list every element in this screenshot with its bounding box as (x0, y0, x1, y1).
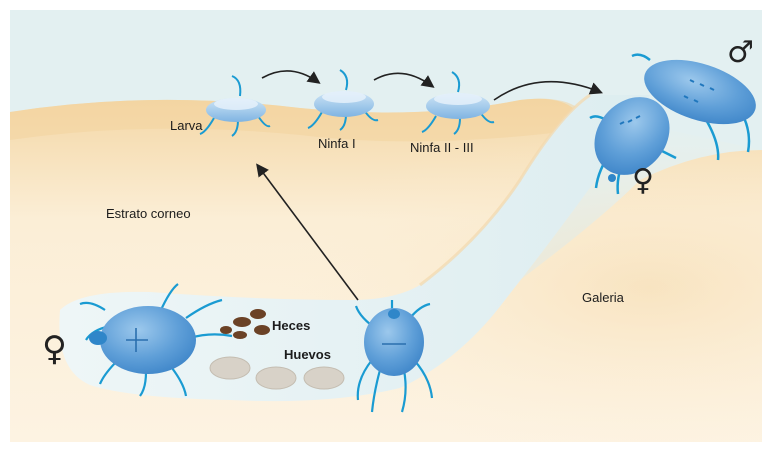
label-estrato-corneo: Estrato corneo (106, 206, 191, 221)
female-symbol-icon-left: ♀ (42, 332, 67, 366)
label-larva: Larva (170, 118, 203, 133)
label-galeria: Galeria (582, 290, 624, 305)
female-symbol-icon-top: ♀ (632, 166, 654, 196)
label-heces: Heces (272, 318, 310, 333)
label-huevos: Huevos (284, 347, 331, 362)
male-symbol-icon: ♂ (727, 38, 754, 68)
label-ninfa23: Ninfa II - III (410, 140, 474, 155)
label-ninfa1: Ninfa I (318, 136, 356, 151)
